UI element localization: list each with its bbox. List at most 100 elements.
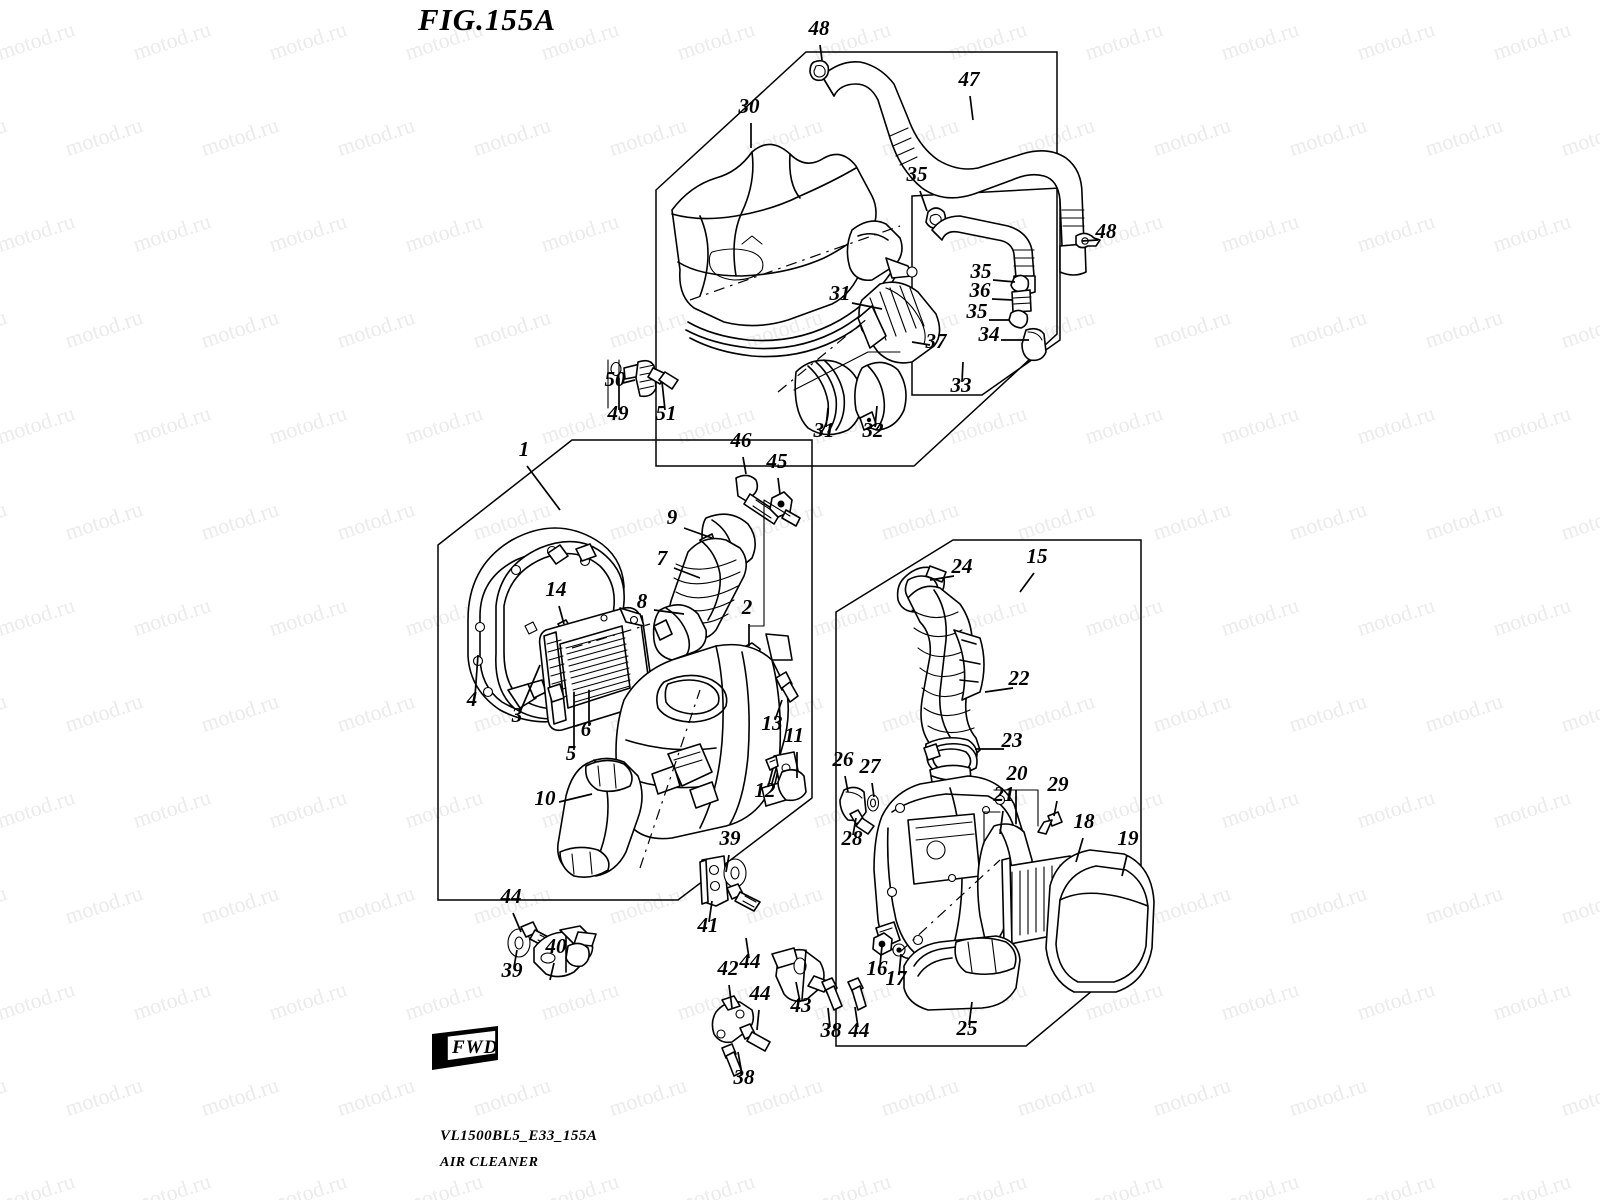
callout-leader-18 xyxy=(1075,837,1084,863)
callout-leader-36 xyxy=(991,298,1014,301)
callout-number-39: 39 xyxy=(501,958,524,982)
callout-number-11: 11 xyxy=(784,723,804,747)
callout-number-14: 14 xyxy=(546,577,567,601)
callout-leader-43 xyxy=(795,981,801,1003)
alignment-line-left xyxy=(639,689,701,869)
callout-leader-37 xyxy=(911,341,931,346)
callout-number-17: 17 xyxy=(886,966,909,990)
connector-2-bracket xyxy=(748,499,791,627)
callout-number-5: 5 xyxy=(566,741,577,765)
callout-number-6: 6 xyxy=(581,717,592,741)
callout-number-34: 34 xyxy=(978,322,1000,346)
part-29-screw xyxy=(1037,811,1063,835)
callout-number-31: 31 xyxy=(829,281,851,305)
footer-code: VL1500BL5_E33_155A xyxy=(440,1128,598,1144)
callout-number-26: 26 xyxy=(832,747,855,771)
callout-number-44: 44 xyxy=(848,1018,870,1042)
callout-number-46: 46 xyxy=(730,428,753,452)
callout-leader-29 xyxy=(1053,800,1058,817)
callout-leader-10 xyxy=(558,793,593,803)
connector-31-32 xyxy=(793,351,901,391)
callout-leader-14 xyxy=(558,605,565,625)
callout-number-35: 35 xyxy=(906,162,928,186)
callout-number-32: 32 xyxy=(862,418,885,442)
callout-number-40: 40 xyxy=(545,934,568,958)
callout-leader-45 xyxy=(777,477,781,495)
part-36-joint xyxy=(1011,289,1032,313)
part-25-duct xyxy=(903,935,1021,1011)
callout-number-28: 28 xyxy=(841,826,864,850)
part-35-clamp-b xyxy=(1008,309,1029,329)
callout-number-24: 24 xyxy=(951,554,973,578)
callout-number-43: 43 xyxy=(790,993,812,1017)
callout-number-22: 22 xyxy=(1008,666,1031,690)
callout-number-9: 9 xyxy=(667,505,678,529)
callout-number-13: 13 xyxy=(762,711,783,735)
callout-leader-44 xyxy=(745,937,750,959)
part-41-bracket xyxy=(699,855,729,907)
callout-leader-39 xyxy=(513,949,518,968)
part-30-cover xyxy=(671,143,918,358)
callout-leader-26 xyxy=(844,775,849,793)
callout-number-38: 38 xyxy=(820,1018,843,1042)
part-17-washer xyxy=(892,943,906,957)
callout-leader-32 xyxy=(874,405,878,428)
part-11-cap xyxy=(777,768,807,802)
callout-leader-41 xyxy=(708,900,713,923)
part-34-cap xyxy=(1021,327,1047,362)
callout-leader-44 xyxy=(756,1009,760,1031)
callout-number-39: 39 xyxy=(719,826,742,850)
callout-leader-33 xyxy=(961,361,964,383)
callout-leader-1 xyxy=(526,465,561,511)
callout-number-3: 3 xyxy=(511,703,523,727)
callout-number-4: 4 xyxy=(466,687,478,711)
callout-leader-35 xyxy=(919,190,928,212)
callout-number-15: 15 xyxy=(1027,544,1048,568)
callout-leader-28 xyxy=(852,817,857,836)
alignment-line-left-2 xyxy=(571,623,651,649)
callout-leader-51 xyxy=(661,381,666,411)
callout-leader-40 xyxy=(549,962,555,981)
callout-number-35: 35 xyxy=(970,259,992,283)
callout-leader-31 xyxy=(825,407,829,428)
callout-number-51: 51 xyxy=(656,401,677,425)
callout-leader-42 xyxy=(728,984,733,1009)
frame-top-group xyxy=(655,51,1058,467)
fwd-label: FWD xyxy=(451,1037,498,1058)
part-35-clamp-a xyxy=(1010,274,1030,293)
part-12-grommet xyxy=(765,755,779,771)
callout-leader-22 xyxy=(984,687,1014,693)
callout-leader-24 xyxy=(929,575,955,581)
part-44-bolt-far xyxy=(847,977,867,1011)
alignment-line-top xyxy=(689,225,901,301)
frame-left-group xyxy=(437,439,813,901)
part-32-clamp xyxy=(854,361,907,431)
callout-number-16: 16 xyxy=(867,956,889,980)
callout-number-45: 45 xyxy=(766,449,788,473)
callout-leader-46 xyxy=(742,456,747,475)
callout-number-31: 31 xyxy=(813,418,835,442)
callout-leader-48 xyxy=(819,44,823,61)
part-28-screw xyxy=(849,809,875,835)
callout-leader-47 xyxy=(969,95,974,121)
callout-leader-44 xyxy=(512,912,522,933)
callout-number-20: 20 xyxy=(1006,761,1029,785)
callout-leader-16 xyxy=(879,945,883,966)
callout-number-36: 36 xyxy=(969,278,992,302)
callout-leader-7 xyxy=(673,567,701,579)
part-38-screw-right xyxy=(821,977,843,1011)
part-22-intake-tube xyxy=(907,585,985,768)
callout-leader-8 xyxy=(653,609,685,615)
callout-leader-12 xyxy=(767,767,774,788)
part-38-screw-mid xyxy=(721,1043,743,1077)
part-40-bracket xyxy=(533,925,597,978)
callout-leader-44 xyxy=(854,1006,859,1028)
callout-leader-50 xyxy=(622,379,636,384)
callout-number-8: 8 xyxy=(637,589,648,613)
callout-leader-39 xyxy=(725,854,730,873)
callout-number-21: 21 xyxy=(993,782,1015,806)
part-8-clamp xyxy=(652,604,708,661)
callout-number-44: 44 xyxy=(500,884,522,908)
alignment-line-top-2 xyxy=(777,317,869,393)
part-27-grommet xyxy=(866,794,880,812)
